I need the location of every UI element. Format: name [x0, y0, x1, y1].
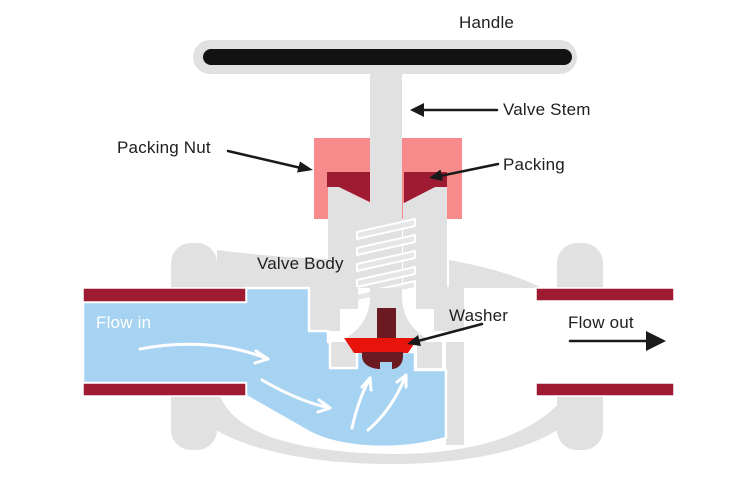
- bonnet-right-column: [403, 187, 447, 288]
- outlet-pipe-bottom-wall: [535, 382, 675, 397]
- chamber-walls: [309, 287, 464, 445]
- valve-body-left-shoulder: [217, 250, 329, 288]
- washer-label: Washer: [449, 306, 509, 325]
- washer-arrow: [416, 322, 484, 343]
- flow-arrow-inlet: [138, 342, 270, 361]
- handle-shape: [193, 40, 577, 74]
- outlet-pipe-top-wall: [535, 287, 675, 302]
- packing-label: Packing: [503, 155, 565, 174]
- inlet-pipe: [82, 287, 247, 397]
- valve-body-label: Valve Body: [257, 254, 344, 273]
- flow-arrow-down: [260, 378, 332, 410]
- handle-bar: [203, 49, 572, 65]
- washer-shape: [344, 338, 418, 353]
- valve-stem-label: Valve Stem: [503, 100, 591, 119]
- packing-right-shape: [404, 172, 447, 203]
- packing-nut-arrow: [226, 149, 303, 170]
- flow-arrow-up-right: [366, 373, 408, 432]
- packing-nut-label: Packing Nut: [117, 138, 211, 157]
- valve-body-right-shoulder: [449, 260, 557, 288]
- water-shape: [81, 286, 448, 449]
- valve-body-belly: [186, 396, 584, 464]
- flow-arrows: [138, 342, 408, 432]
- inlet-pipe-top-wall: [82, 287, 247, 303]
- plug-stem-shape: [377, 308, 396, 340]
- flow-in-label: Flow in: [96, 313, 152, 332]
- handle-label: Handle: [459, 13, 515, 32]
- annotation-arrows: [226, 103, 666, 351]
- flow-out-label: Flow out: [568, 313, 634, 332]
- packing-left-shape: [327, 172, 370, 202]
- right-lower-wall: [446, 342, 464, 445]
- seat-right-block: [417, 342, 442, 368]
- plug-dome-shape: [362, 352, 403, 369]
- packing-arrow: [438, 162, 500, 178]
- inlet-pipe-bottom-wall: [82, 382, 247, 397]
